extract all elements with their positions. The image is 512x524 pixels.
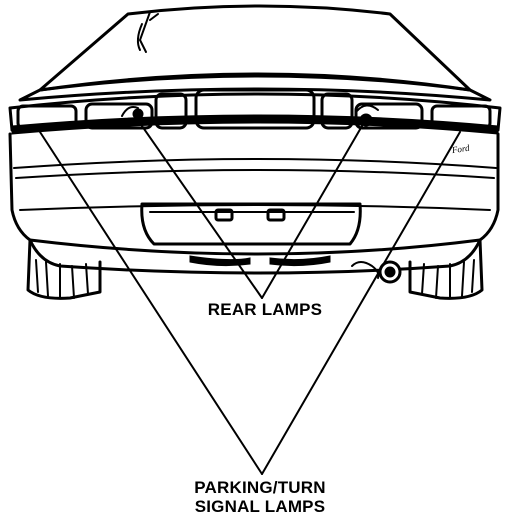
right-outer-lamp <box>430 104 492 130</box>
parking-turn-label-line1: PARKING/TURN <box>194 478 326 497</box>
rear-window <box>38 4 472 92</box>
parking-turn-leaders <box>39 131 461 475</box>
center-panel <box>194 88 316 130</box>
right-inner-lamp <box>354 102 424 130</box>
license-plate-recess <box>140 202 362 246</box>
exhaust-pipe <box>351 260 402 284</box>
right-bulb <box>359 113 373 127</box>
tail-lamp-band <box>8 88 502 135</box>
lower-valance <box>28 238 482 275</box>
parking-turn-label-line2: SIGNAL LAMPS <box>194 497 326 516</box>
left-bulb <box>132 108 144 120</box>
left-inner-lamp <box>84 102 154 130</box>
right-tire <box>408 238 484 300</box>
right-center-lamp <box>320 92 354 130</box>
plate-lamp-left <box>214 208 234 222</box>
rear-lamps-leaders <box>141 125 363 299</box>
parking-turn-signal-label: PARKING/TURN SIGNAL LAMPS <box>160 478 360 516</box>
ford-badge: Ford <box>450 143 470 156</box>
rear-lamps-label: REAR LAMPS <box>207 300 323 319</box>
left-center-lamp <box>154 92 188 130</box>
trunk-lid <box>18 72 492 102</box>
left-tire <box>26 238 102 300</box>
plate-lamp-right <box>266 208 286 222</box>
left-outer-lamp <box>16 104 78 130</box>
